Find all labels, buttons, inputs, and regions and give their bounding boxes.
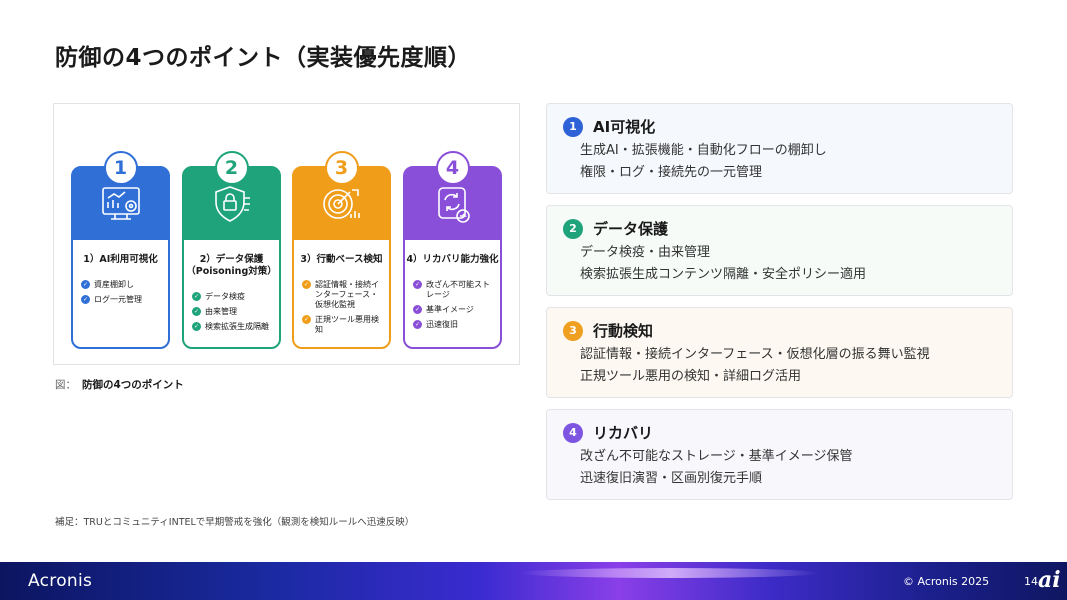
check-icon: ✓: [192, 322, 201, 331]
number-badge: 4: [563, 422, 583, 443]
page-title: 防御の4つのポイント（実装優先度順）: [55, 45, 472, 71]
item-text: ログ一元管理: [94, 295, 142, 304]
point-card-4: 4 リカバリ改ざん不可能なストレージ・基準イメージ保管迅速復旧演習・区画別復元手順: [546, 409, 1013, 500]
card-item: ✓ 認証情報・接続インターフェース・仮想化監視: [302, 280, 385, 310]
point-line: 検索拡張生成コンテンツ隔離・安全ポリシー適用: [580, 267, 867, 282]
item-text: 認証情報・接続インターフェース・仮想化監視: [315, 280, 379, 309]
item-text: 正規ツール悪用検知: [315, 315, 379, 334]
storage-restore-icon: [437, 187, 470, 223]
item-text: データ検疫: [205, 292, 245, 301]
page-number: 14: [1024, 575, 1038, 588]
point-line: 迅速復旧演習・区画別復元手順: [580, 471, 763, 486]
caption-label: 図：: [55, 379, 76, 391]
shield-lock-icon: [214, 186, 250, 222]
card-item: ✓ 基準イメージ: [413, 305, 496, 315]
monitor-chart-eye-icon: [101, 187, 140, 220]
point-line: データ検疫・由来管理: [580, 245, 711, 260]
acronis-logo: Acronis: [28, 571, 93, 591]
card-title: 2）データ保護（Poisoning対策）: [186, 254, 277, 277]
point-card-2: 2 データ保護データ検疫・由来管理検索拡張生成コンテンツ隔離・安全ポリシー適用: [546, 205, 1013, 296]
card-item: ✓ 迅速復旧: [413, 320, 496, 330]
footer-decoration: [520, 568, 820, 578]
card-item: ✓ ログ一元管理: [81, 295, 164, 305]
card-item: ✓ 改ざん不可能ストレージ: [413, 280, 496, 300]
card-item: ✓ データ検疫: [192, 292, 275, 302]
number-badge: 3: [563, 320, 583, 341]
point-title: 行動検知: [593, 322, 654, 340]
number-badge: 2: [563, 218, 583, 239]
point-title: AI可視化: [593, 118, 656, 136]
check-icon: ✓: [413, 280, 422, 289]
item-text: 由来管理: [205, 307, 237, 316]
step-number: 2: [214, 151, 249, 185]
figure-card-2: 2 2）データ保護（Poisoning対策） ✓ データ検疫 ✓ 由来管理 ✓ 検索拡張生…: [182, 151, 281, 349]
card-item: ✓ 検索拡張生成隔離: [192, 322, 275, 332]
footer-bar: Acronis © Acronis 2025 14 ai: [0, 562, 1067, 600]
step-number: 3: [324, 151, 359, 185]
number-badge: 1: [563, 116, 583, 137]
figure-image: 1 1）AI利用可視化 ✓ 資産棚卸し ✓ ログ一元管理 2 2）データ保護（Pois…: [53, 103, 520, 365]
point-line: 正規ツール悪用の検知・詳細ログ活用: [580, 369, 802, 384]
caption-text: 防御の4つのポイント: [82, 379, 184, 391]
card-title: 1）AI利用可視化: [83, 254, 158, 265]
item-text: 資産棚卸し: [94, 280, 134, 289]
footnote: 補足：TRUとコミュニティINTELで早期警戒を強化（観測を検知ルールへ迅速反映…: [55, 517, 415, 528]
watermark-logo: ai: [1038, 567, 1061, 593]
item-text: 基準イメージ: [426, 305, 474, 314]
step-number: 4: [435, 151, 470, 185]
card-item: ✓ 由来管理: [192, 307, 275, 317]
figure-card-1: 1 1）AI利用可視化 ✓ 資産棚卸し ✓ ログ一元管理: [71, 151, 170, 349]
check-icon: ✓: [413, 305, 422, 314]
item-text: 改ざん不可能ストレージ: [426, 280, 490, 299]
check-icon: ✓: [413, 320, 422, 329]
card-item: ✓ 資産棚卸し: [81, 280, 164, 290]
card-item: ✓ 正規ツール悪用検知: [302, 315, 385, 335]
step-number: 1: [103, 151, 138, 185]
item-text: 迅速復旧: [426, 320, 458, 329]
check-icon: ✓: [302, 315, 311, 324]
card-title: 4）リカバリ能力強化: [406, 254, 499, 265]
check-icon: ✓: [192, 307, 201, 316]
radar-icon: [322, 189, 360, 219]
point-line: 権限・ログ・接続先の一元管理: [580, 165, 763, 180]
point-card-1: 1 AI可視化生成AI・拡張機能・自動化フローの棚卸し権限・ログ・接続先の一元管理: [546, 103, 1013, 194]
point-line: 改ざん不可能なストレージ・基準イメージ保管: [580, 449, 853, 464]
card-title: 3）行動ベース検知: [300, 254, 383, 265]
check-icon: ✓: [81, 295, 90, 304]
item-text: 検索拡張生成隔離: [205, 322, 269, 331]
check-icon: ✓: [81, 280, 90, 289]
check-icon: ✓: [192, 292, 201, 301]
figure-card-4: 4 4）リカバリ能力強化 ✓ 改ざん不可能ストレージ ✓ 基準イメージ ✓ 迅速復旧: [403, 151, 502, 349]
copyright: © Acronis 2025: [903, 575, 990, 588]
point-line: 生成AI・拡張機能・自動化フローの棚卸し: [580, 143, 827, 158]
figure-caption: 図： 防御の4つのポイント: [55, 377, 184, 392]
point-card-3: 3 行動検知認証情報・接続インターフェース・仮想化層の振る舞い監視正規ツール悪用の…: [546, 307, 1013, 398]
check-icon: ✓: [302, 280, 311, 289]
point-title: データ保護: [593, 220, 669, 238]
figure-card-3: 3 3）行動ベース検知 ✓ 認証情報・接続インターフェース・仮想化監視 ✓ 正規ツール…: [292, 151, 391, 349]
point-line: 認証情報・接続インターフェース・仮想化層の振る舞い監視: [580, 347, 930, 362]
point-title: リカバリ: [593, 424, 654, 442]
